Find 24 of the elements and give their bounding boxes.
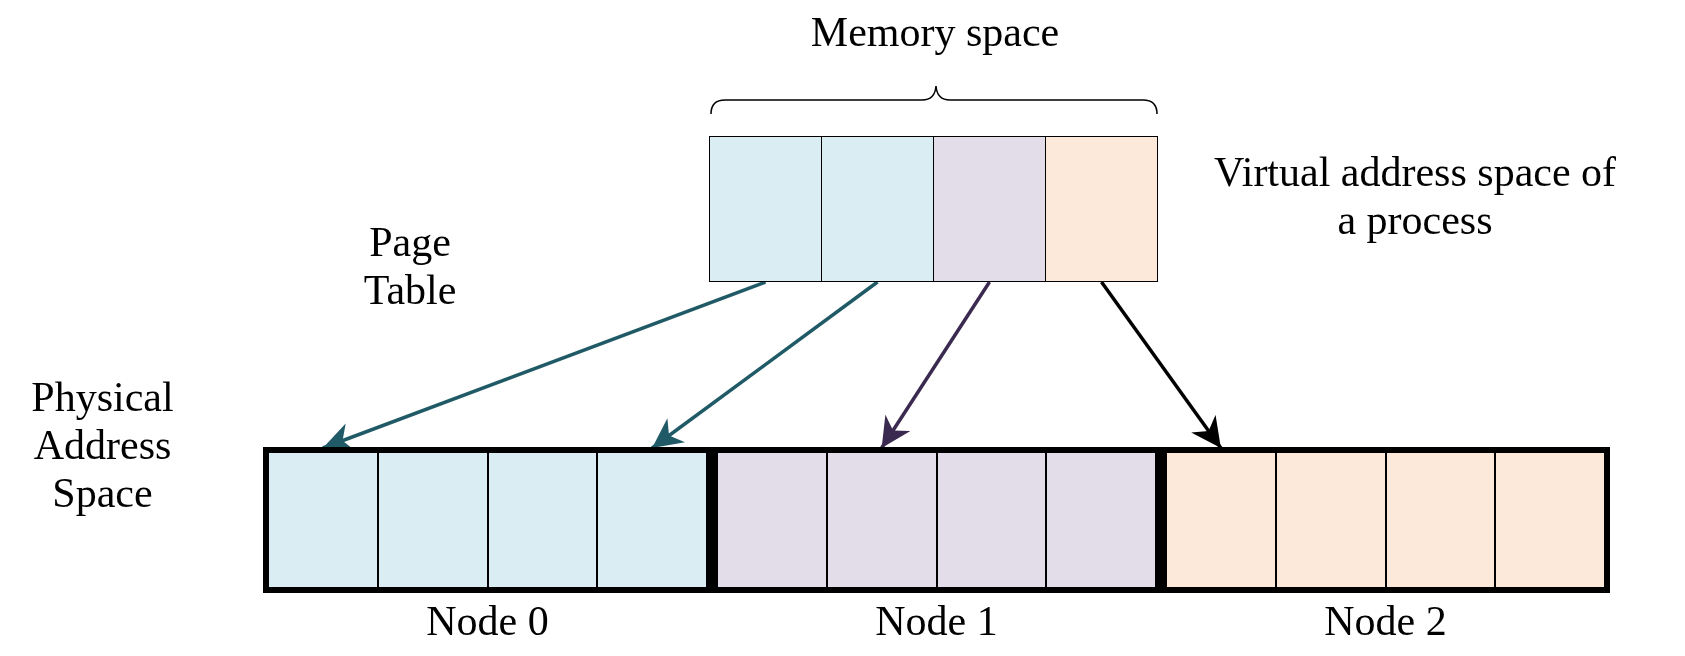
page-cell xyxy=(936,452,1047,588)
page-cell xyxy=(717,452,827,588)
page-cell xyxy=(268,452,378,588)
text-label: Physical Address Space xyxy=(30,373,175,517)
page-cell xyxy=(1166,452,1276,588)
page-cell xyxy=(1046,452,1156,588)
page-cell xyxy=(826,452,937,588)
page-cell xyxy=(487,452,598,588)
text-label: Virtual address space of a process xyxy=(1212,148,1618,244)
page-cell xyxy=(709,136,822,282)
arrow xyxy=(880,281,991,449)
page-cell xyxy=(377,452,488,588)
text-label: Page Table xyxy=(362,218,458,314)
node-label: Node 1 xyxy=(874,597,999,645)
page-cell xyxy=(933,136,1046,282)
node-label: Node 0 xyxy=(425,597,550,645)
page-cell xyxy=(821,136,934,282)
page-cell xyxy=(1495,452,1605,588)
text-label: Memory space xyxy=(809,8,1061,56)
page-cell xyxy=(1045,136,1158,282)
page-cell xyxy=(1385,452,1496,588)
page-cell xyxy=(597,452,707,588)
node-label: Node 2 xyxy=(1323,597,1448,645)
page-cell xyxy=(1275,452,1386,588)
